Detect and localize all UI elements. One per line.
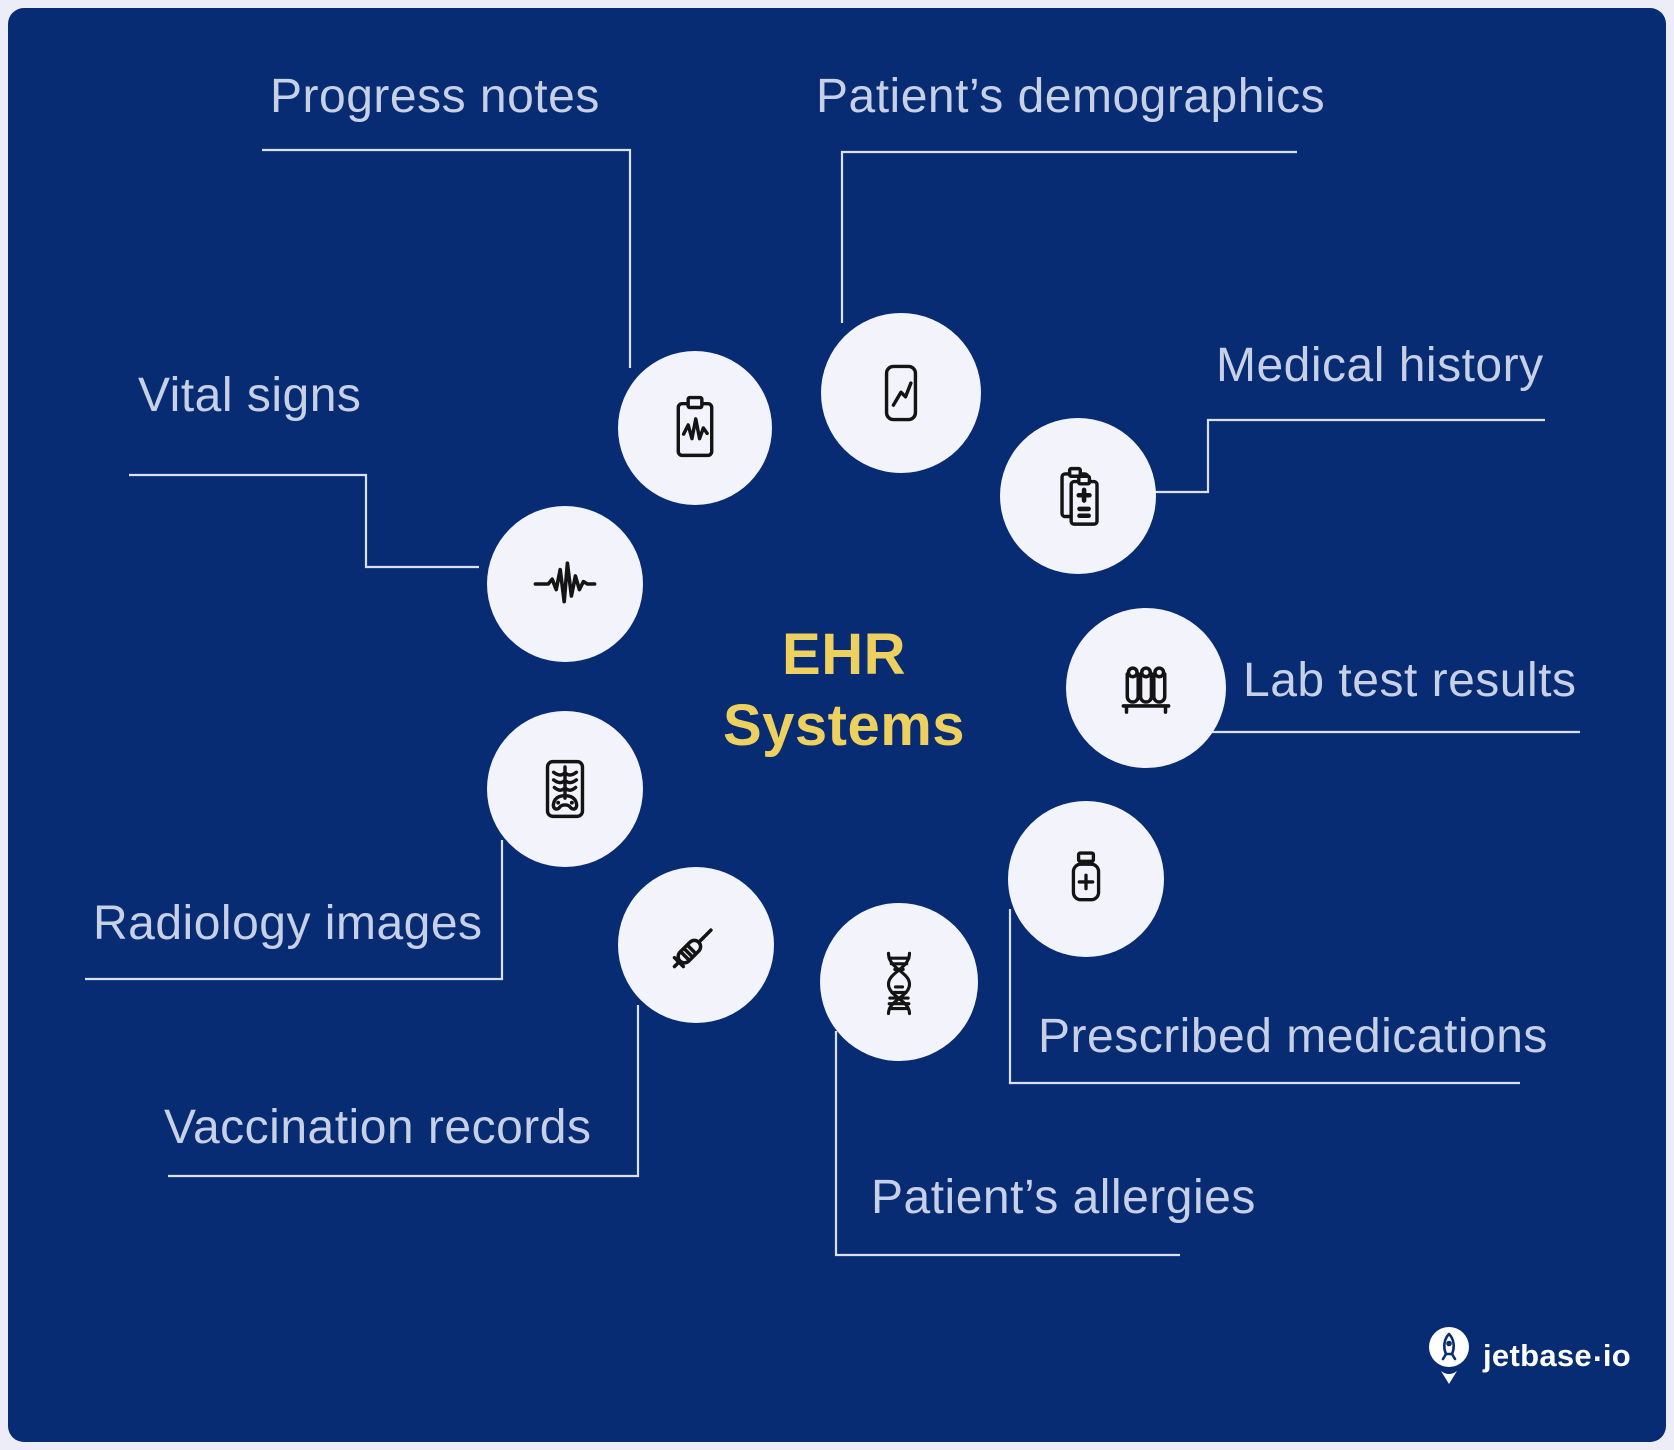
node-progress-notes: [618, 351, 772, 505]
connector-prescribed-medications: [1008, 909, 1520, 1085]
medical-records-icon: [1060, 466, 1099, 526]
clipboard-waveform-icon: [676, 395, 714, 458]
label-patient-demographics: Patient’s demographics: [816, 70, 1326, 123]
node-lab-test-results: [1066, 608, 1226, 768]
connector-patient-allergies: [834, 1031, 1180, 1257]
node-vaccination-records: [618, 867, 774, 1023]
label-radiology-images: Radiology images: [93, 897, 483, 950]
node-vital-signs: [487, 506, 643, 662]
diagram-panel: EHR Systems: [8, 8, 1666, 1442]
label-vital-signs: Vital signs: [138, 369, 362, 422]
connector-medical-history: [1103, 418, 1545, 494]
title-line-2: Systems: [722, 693, 966, 758]
tablet-chart-icon: [884, 364, 918, 422]
label-patient-allergies: Patient’s allergies: [871, 1171, 1256, 1224]
connector-vaccination-records: [168, 1005, 640, 1178]
node-medical-history: [1000, 418, 1156, 574]
connector-patient-demographics: [840, 150, 1297, 323]
jetbase-logo: jetbase.io: [1426, 1326, 1631, 1386]
test-tubes-icon: [1121, 666, 1171, 714]
title-line-1: EHR: [782, 622, 906, 687]
xray-icon: [545, 759, 585, 819]
label-lab-test-results: Lab test results: [1243, 654, 1577, 707]
node-radiology-images: [487, 711, 643, 867]
pill-bottle-icon: [1071, 851, 1101, 902]
connector-radiology-images: [85, 840, 504, 981]
connector-vital-signs: [129, 473, 479, 569]
connector-progress-notes: [262, 148, 632, 368]
label-prescribed-medications: Prescribed medications: [1038, 1010, 1548, 1063]
syringe-icon: [672, 928, 713, 969]
label-medical-history: Medical history: [1216, 339, 1544, 392]
label-vaccination-records: Vaccination records: [164, 1101, 592, 1154]
pulse-waveform-icon: [533, 561, 597, 604]
node-patient-demographics: [821, 313, 981, 473]
logo-text: jetbase.io: [1483, 1330, 1631, 1382]
rocket-icon: [1429, 1327, 1469, 1384]
logo-dot: .: [1592, 1333, 1602, 1368]
dna-icon: [886, 951, 912, 1016]
connector-lines: [85, 148, 1580, 1257]
node-prescribed-medications: [1008, 801, 1164, 957]
label-progress-notes: Progress notes: [270, 70, 600, 123]
page-title: EHR Systems: [648, 619, 1040, 761]
node-patient-allergies: [820, 903, 978, 1061]
